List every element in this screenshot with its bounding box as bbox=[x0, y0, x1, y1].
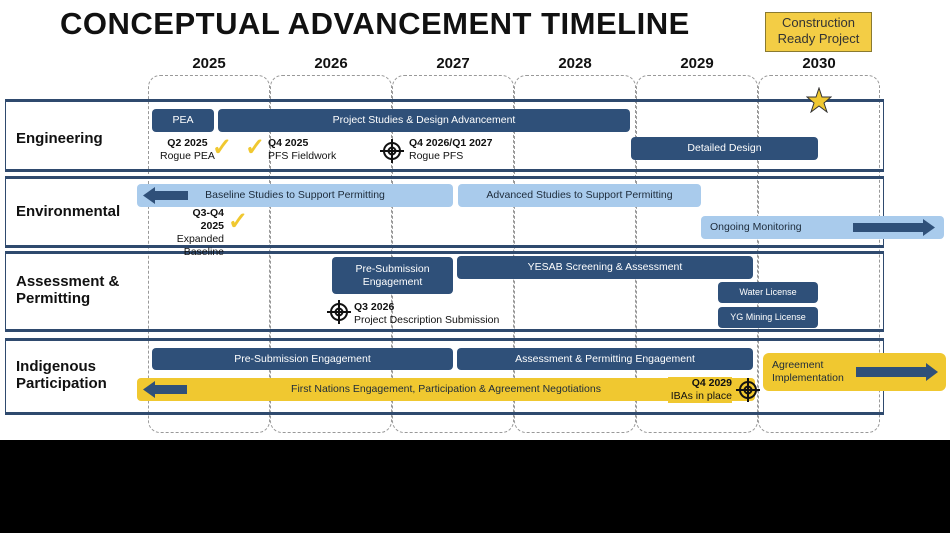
arrow-right-icon bbox=[856, 363, 938, 381]
check-icon: ✓ bbox=[245, 134, 266, 161]
check-icon: ✓ bbox=[228, 208, 249, 235]
star-icon bbox=[806, 87, 832, 113]
year-column-2026 bbox=[270, 75, 392, 433]
row-label-environmental: Environmental bbox=[16, 203, 121, 220]
year-column-2028 bbox=[514, 75, 636, 433]
row-label-assessment: Assessment & Permitting bbox=[16, 273, 120, 307]
target-icon bbox=[327, 300, 351, 324]
row-engineering bbox=[5, 99, 884, 172]
bar-yesab: YESAB Screening & Assessment bbox=[457, 256, 753, 279]
year-column-2027 bbox=[392, 75, 514, 433]
bar-indigenous-pre-submission: Pre-Submission Engagement bbox=[152, 348, 453, 370]
row-assessment bbox=[5, 251, 884, 332]
bar-ap-engagement: Assessment & Permitting Engagement bbox=[457, 348, 753, 370]
timeline-slide: CONCEPTUAL ADVANCEMENT TIMELINE Construc… bbox=[0, 0, 950, 440]
target-icon bbox=[380, 139, 404, 163]
year-label: 2025 bbox=[192, 55, 226, 72]
bar-water-license: Water License bbox=[718, 282, 818, 303]
row-environmental bbox=[5, 176, 884, 248]
bar-baseline-studies: Baseline Studies to Support Permitting bbox=[137, 184, 453, 207]
year-column-2029 bbox=[636, 75, 758, 433]
year-label: 2026 bbox=[314, 55, 348, 72]
year-label: 2027 bbox=[436, 55, 470, 72]
bar-advanced-studies: Advanced Studies to Support Permitting bbox=[458, 184, 701, 207]
bar-first-nations: First Nations Engagement, Participation … bbox=[137, 378, 755, 401]
bar-detailed-design: Detailed Design bbox=[631, 137, 818, 160]
bar-pre-submission: Pre-Submission Engagement bbox=[332, 257, 453, 294]
arrow-left-icon bbox=[143, 381, 187, 398]
row-label-indigenous: Indigenous Participation bbox=[16, 358, 107, 392]
bar-project-studies: Project Studies & Design Advancement bbox=[218, 109, 630, 132]
row-label-engineering: Engineering bbox=[16, 130, 103, 147]
check-icon: ✓ bbox=[212, 134, 233, 161]
construction-ready-box: Construction Ready Project bbox=[765, 12, 872, 52]
bar-yg-mining-license: YG Mining License bbox=[718, 307, 818, 328]
year-column-2025 bbox=[148, 75, 270, 433]
page-title: CONCEPTUAL ADVANCEMENT TIMELINE bbox=[60, 6, 690, 41]
year-label: 2028 bbox=[558, 55, 592, 72]
bar-pea: PEA bbox=[152, 109, 214, 132]
arrow-right-icon bbox=[853, 219, 935, 236]
bar-ongoing-monitoring: Ongoing Monitoring bbox=[701, 216, 944, 239]
year-label: 2030 bbox=[802, 55, 836, 72]
target-icon bbox=[736, 378, 760, 402]
year-column-2030 bbox=[758, 75, 880, 433]
arrow-left-icon bbox=[143, 187, 188, 204]
year-label: 2029 bbox=[680, 55, 714, 72]
